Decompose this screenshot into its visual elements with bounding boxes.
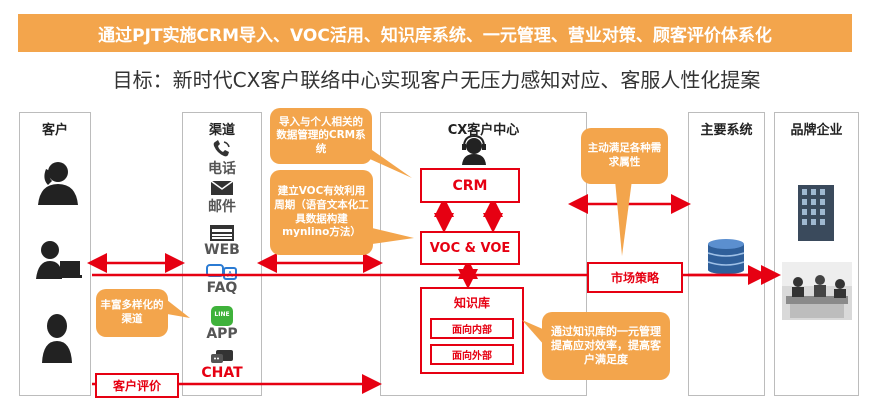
bubble2-pointer bbox=[372, 228, 414, 244]
main-system-column-title: 主要系统 bbox=[700, 123, 753, 138]
bubble-channels-note: 丰富多样化的渠道 bbox=[96, 289, 168, 337]
chat-icon bbox=[211, 350, 233, 363]
line-app-icon-text: LINE bbox=[214, 311, 230, 318]
channel-faq-label: FAQ bbox=[206, 280, 238, 296]
channel-app: LINE APP bbox=[183, 306, 261, 342]
kb-external-box: 面向外部 bbox=[430, 344, 514, 365]
customer-column-title: 客户 bbox=[41, 123, 68, 138]
bubble-needs-note: 主动满足各种需求属性 bbox=[581, 128, 668, 184]
channel-mail-label: 邮件 bbox=[208, 199, 236, 215]
bubble-crm-note: 导入与个人相关的数据管理的CRM系统 bbox=[270, 108, 372, 164]
goal-subtitle: 目标：新时代CX客户联络中心实现客户无压力感知对应、客服人性化提案 bbox=[112, 68, 761, 92]
bubble5-pointer bbox=[522, 320, 545, 346]
bubble-voc-note: 建立VOC有效利用周期（语音文本化工具数据构建mynlino方法） bbox=[270, 170, 373, 255]
web-icon bbox=[210, 225, 234, 241]
market-strategy-box: 市场策略 bbox=[587, 262, 683, 293]
operator-headset-icon bbox=[462, 135, 486, 165]
bubble4-pointer bbox=[167, 300, 190, 318]
mail-icon bbox=[210, 180, 234, 195]
brand-column: 品牌企业 bbox=[774, 112, 859, 396]
knowledge-base-title: 知识库 bbox=[453, 296, 490, 310]
customer-evaluation-box: 客户评价 bbox=[95, 373, 179, 398]
crm-box: CRM bbox=[420, 168, 520, 203]
database-icon bbox=[707, 239, 745, 274]
channel-app-label: APP bbox=[206, 326, 238, 342]
main-system-column: 主要系统 bbox=[688, 112, 765, 396]
channel-chat-label: CHAT bbox=[201, 365, 243, 381]
voc-voe-box: VOC & VOE bbox=[420, 231, 520, 265]
customer-laptop-icon bbox=[36, 241, 82, 279]
channel-phone: 电话 bbox=[183, 140, 261, 178]
channel-chat: CHAT bbox=[183, 349, 261, 381]
channel-phone-label: 电话 bbox=[208, 161, 236, 177]
channel-column-title: 渠道 bbox=[208, 123, 235, 138]
banner-title: 通过PJT实施CRM导入、VOC活用、知识库系统、一元管理、营业对策、顾客评价体… bbox=[18, 14, 852, 52]
bubble-kb-note: 通过知识库的一元管理提高应对效率，提高客户满足度 bbox=[542, 312, 670, 380]
office-building-icon bbox=[798, 185, 834, 241]
customer-phone-icon bbox=[38, 162, 78, 205]
cx-center-column-title: CX客户中心 bbox=[447, 123, 520, 138]
channel-web: WEB bbox=[183, 224, 261, 258]
channel-web-label: WEB bbox=[204, 242, 240, 258]
bubble3-pointer bbox=[615, 180, 632, 256]
brand-column-title: 品牌企业 bbox=[790, 123, 843, 138]
channel-mail: 邮件 bbox=[183, 180, 261, 216]
phone-icon bbox=[213, 140, 230, 157]
customer-female-icon bbox=[42, 314, 72, 363]
business-meeting-photo bbox=[782, 262, 852, 320]
line-app-icon: LINE bbox=[211, 306, 233, 326]
kb-internal-box: 面向内部 bbox=[430, 318, 514, 339]
